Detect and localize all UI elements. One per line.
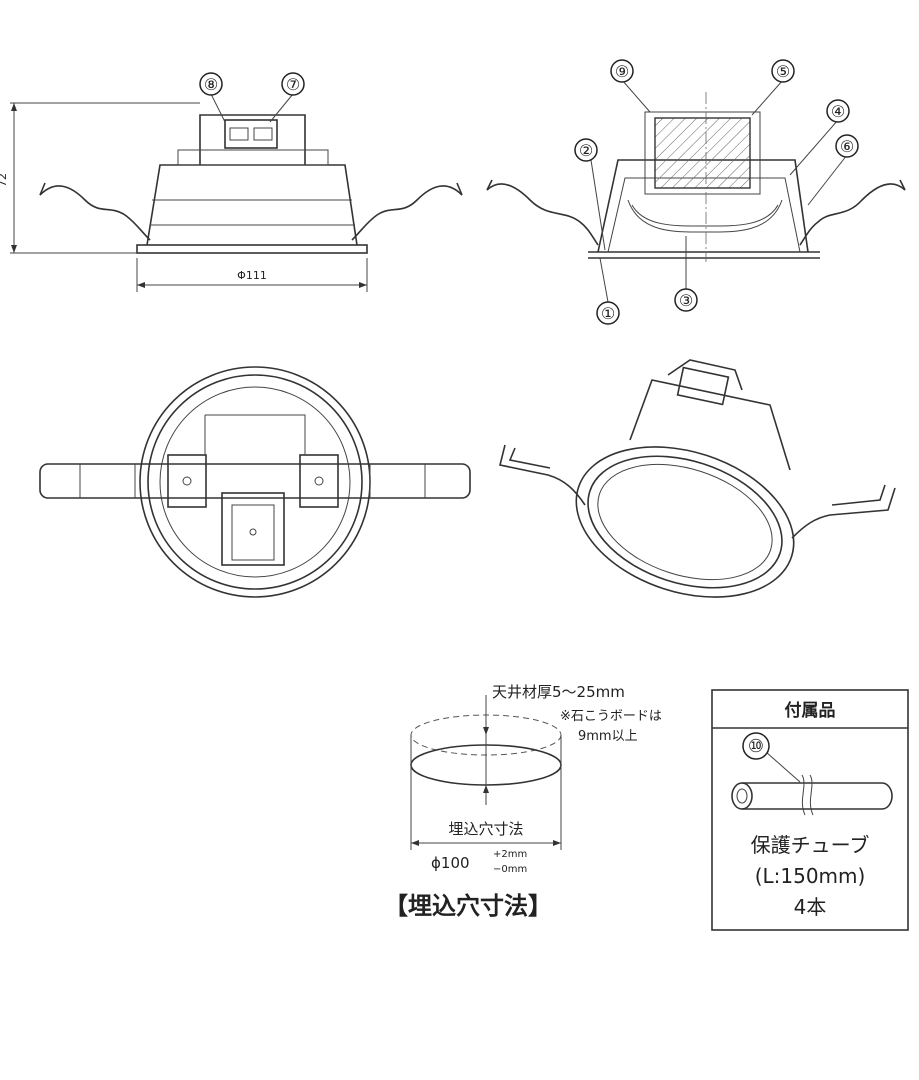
ceiling-thickness: 天井材厚5～25mm	[492, 683, 625, 701]
diameter-dim: Φ111	[237, 269, 267, 282]
cutout-diagram	[410, 695, 562, 850]
callout-3	[674, 288, 698, 312]
callout-2	[574, 138, 598, 162]
tolerance-plus: +2mm	[493, 849, 527, 860]
callout-10-label: ⑩	[748, 736, 764, 757]
hole-label: 埋込穴寸法	[448, 820, 523, 838]
cutout-caption: 【埋込穴寸法】	[384, 892, 552, 920]
callout-7	[281, 72, 305, 96]
callout-10	[742, 732, 770, 760]
height-dim: 72	[0, 173, 9, 187]
callout-3-label: ③	[679, 291, 693, 310]
callout-5	[771, 59, 795, 83]
callout-1-label: ①	[601, 304, 615, 323]
gypsum-note-2: 9mm以上	[578, 729, 638, 744]
top-view	[39, 366, 471, 598]
accessory-title: 付属品	[785, 700, 836, 721]
accessory-length: (L:150mm)	[755, 864, 866, 888]
trim-flange	[136, 244, 368, 254]
side-view	[10, 72, 463, 292]
callout-7-label: ⑦	[286, 75, 300, 94]
callout-6-label: ⑥	[840, 137, 854, 156]
accessory-box	[711, 689, 909, 931]
terminal-block	[224, 119, 278, 149]
callout-6	[835, 134, 859, 158]
callout-9	[610, 59, 634, 83]
callout-2-label: ②	[579, 141, 593, 160]
gypsum-note-1: ※石こうボードは	[560, 709, 662, 724]
perspective-view	[499, 359, 896, 598]
hole-diameter: ϕ100	[431, 854, 470, 872]
accessory-name: 保護チューブ	[751, 833, 870, 857]
terminal-box	[221, 492, 285, 566]
callout-9-label: ⑨	[615, 62, 629, 81]
accessory-qty: 4本	[794, 895, 827, 919]
tolerance-minus: −0mm	[493, 864, 527, 875]
callout-4	[826, 99, 850, 123]
callout-5-label: ⑤	[776, 62, 790, 81]
callout-1	[596, 301, 620, 325]
callout-4-label: ④	[831, 102, 845, 121]
callout-8	[199, 72, 223, 96]
callout-8-label: ⑧	[204, 75, 218, 94]
led-module	[654, 117, 751, 189]
section-view	[486, 59, 906, 325]
